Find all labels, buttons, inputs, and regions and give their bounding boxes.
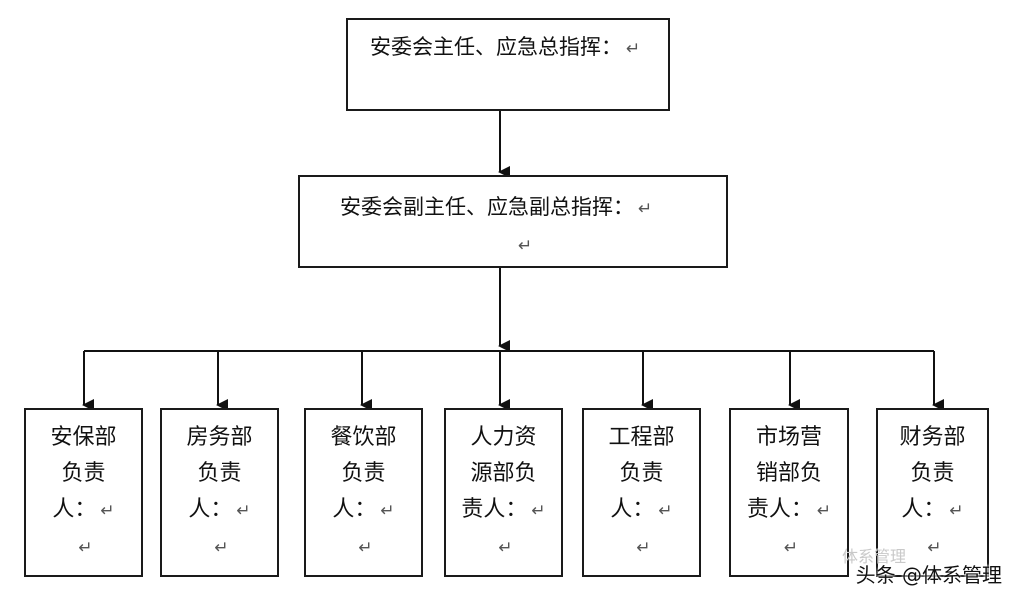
return-mark: ↵ (78, 538, 93, 558)
department-label-text: 负责 (341, 461, 386, 486)
department-label-line: 人力资 (446, 420, 561, 456)
department-label-line: 人：↵ (878, 492, 987, 529)
department-label-text: 人力资 (470, 425, 537, 450)
return-mark: ↵ (531, 501, 546, 521)
department-label-text: 餐饮部 (330, 425, 397, 450)
return-mark: ↵ (518, 236, 533, 256)
department-label: 市场营销部负责人：↵↵ (731, 420, 847, 566)
department-trailing-line: ↵ (446, 529, 561, 566)
department-label-line: 工程部 (584, 420, 699, 456)
department-label-line: 财务部 (878, 420, 987, 456)
top-commander-box: 安委会主任、应急总指挥：↵ (346, 18, 670, 111)
deputy-commander-box: 安委会副主任、应急副总指挥：↵ ↵ (298, 175, 728, 268)
department-label-text: 财务部 (899, 425, 966, 450)
return-mark: ↵ (638, 199, 653, 219)
department-label-line: 负责 (584, 456, 699, 492)
return-mark: ↵ (783, 538, 799, 558)
top-commander-label: 安委会主任、应急总指挥： (370, 35, 622, 59)
department-label-line: 负责 (306, 456, 421, 492)
department-trailing-line: ↵ (162, 529, 277, 566)
department-label-text: 人： (52, 497, 97, 522)
return-mark: ↵ (949, 501, 964, 521)
department-label-text: 负责 (61, 461, 106, 486)
department-label-line: 责人：↵ (731, 492, 847, 529)
department-label-text: 工程部 (608, 425, 675, 450)
department-label-line: 负责 (26, 456, 141, 492)
department-label-text: 负责 (619, 461, 664, 486)
department-label-text: 人： (610, 497, 655, 522)
department-label-text: 负责 (197, 461, 242, 486)
department-label-text: 责人： (461, 497, 528, 522)
department-label: 人力资源部负责人：↵↵ (446, 420, 561, 566)
department-label-text: 负责 (910, 461, 955, 486)
department-label: 餐饮部负责人：↵↵ (306, 420, 421, 566)
department-label-line: 负责 (878, 456, 987, 492)
return-mark: ↵ (636, 538, 651, 558)
department-label: 安保部负责人：↵↵ (26, 420, 141, 566)
top-commander-label-row: 安委会主任、应急总指挥：↵ (370, 37, 640, 58)
department-label-text: 源部负 (470, 461, 537, 486)
department-box: 财务部负责人：↵↵ (876, 408, 989, 577)
return-mark: ↵ (214, 538, 229, 558)
department-label-line: 人：↵ (162, 492, 277, 529)
department-trailing-line: ↵ (878, 529, 987, 566)
department-label-text: 人： (332, 497, 377, 522)
return-mark: ↵ (380, 501, 395, 521)
department-label: 财务部负责人：↵↵ (878, 420, 987, 566)
department-label-text: 安保部 (50, 425, 117, 450)
department-label-line: 销部负 (731, 456, 847, 492)
department-label: 房务部负责人：↵↵ (162, 420, 277, 566)
department-label: 工程部负责人：↵↵ (584, 420, 699, 566)
return-mark: ↵ (626, 39, 641, 59)
watermark: 头条 @体系管理 (855, 563, 1002, 587)
department-label-line: 责人：↵ (446, 492, 561, 529)
watermark-ghost: 体系管理 (842, 547, 907, 566)
department-trailing-line: ↵ (26, 529, 141, 566)
department-box: 人力资源部负责人：↵↵ (444, 408, 563, 577)
return-mark: ↵ (358, 538, 373, 558)
department-label-text: 销部负 (755, 461, 822, 486)
department-trailing-line: ↵ (731, 529, 847, 566)
return-mark: ↵ (658, 501, 673, 521)
department-box: 市场营销部负责人：↵↵ (729, 408, 849, 577)
department-label-line: 市场营 (731, 420, 847, 456)
deputy-commander-label: 安委会副主任、应急副总指挥： (340, 195, 634, 219)
department-box: 工程部负责人：↵↵ (582, 408, 701, 577)
department-box: 餐饮部负责人：↵↵ (304, 408, 423, 577)
deputy-commander-label-row: 安委会副主任、应急副总指挥：↵ (340, 197, 652, 218)
department-label-line: 人：↵ (26, 492, 141, 529)
department-label-line: 房务部 (162, 420, 277, 456)
department-label-text: 人： (901, 497, 946, 522)
department-label-line: 人：↵ (306, 492, 421, 529)
department-label-line: 源部负 (446, 456, 561, 492)
department-label-line: 人：↵ (584, 492, 699, 529)
department-label-text: 人： (188, 497, 233, 522)
return-mark: ↵ (236, 501, 251, 521)
department-box: 房务部负责人：↵↵ (160, 408, 279, 577)
department-box: 安保部负责人：↵↵ (24, 408, 143, 577)
return-mark: ↵ (498, 538, 513, 558)
return-mark: ↵ (927, 538, 942, 558)
department-trailing-line: ↵ (584, 529, 699, 566)
department-label-line: 负责 (162, 456, 277, 492)
return-mark: ↵ (100, 501, 115, 521)
department-label-text: 市场营 (755, 425, 822, 450)
department-label-text: 责人： (746, 497, 813, 522)
department-label-line: 安保部 (26, 420, 141, 456)
return-mark: ↵ (816, 501, 832, 521)
deputy-commander-second-line: ↵ (514, 234, 532, 255)
department-label-line: 餐饮部 (306, 420, 421, 456)
department-label-text: 房务部 (186, 425, 253, 450)
department-trailing-line: ↵ (306, 529, 421, 566)
